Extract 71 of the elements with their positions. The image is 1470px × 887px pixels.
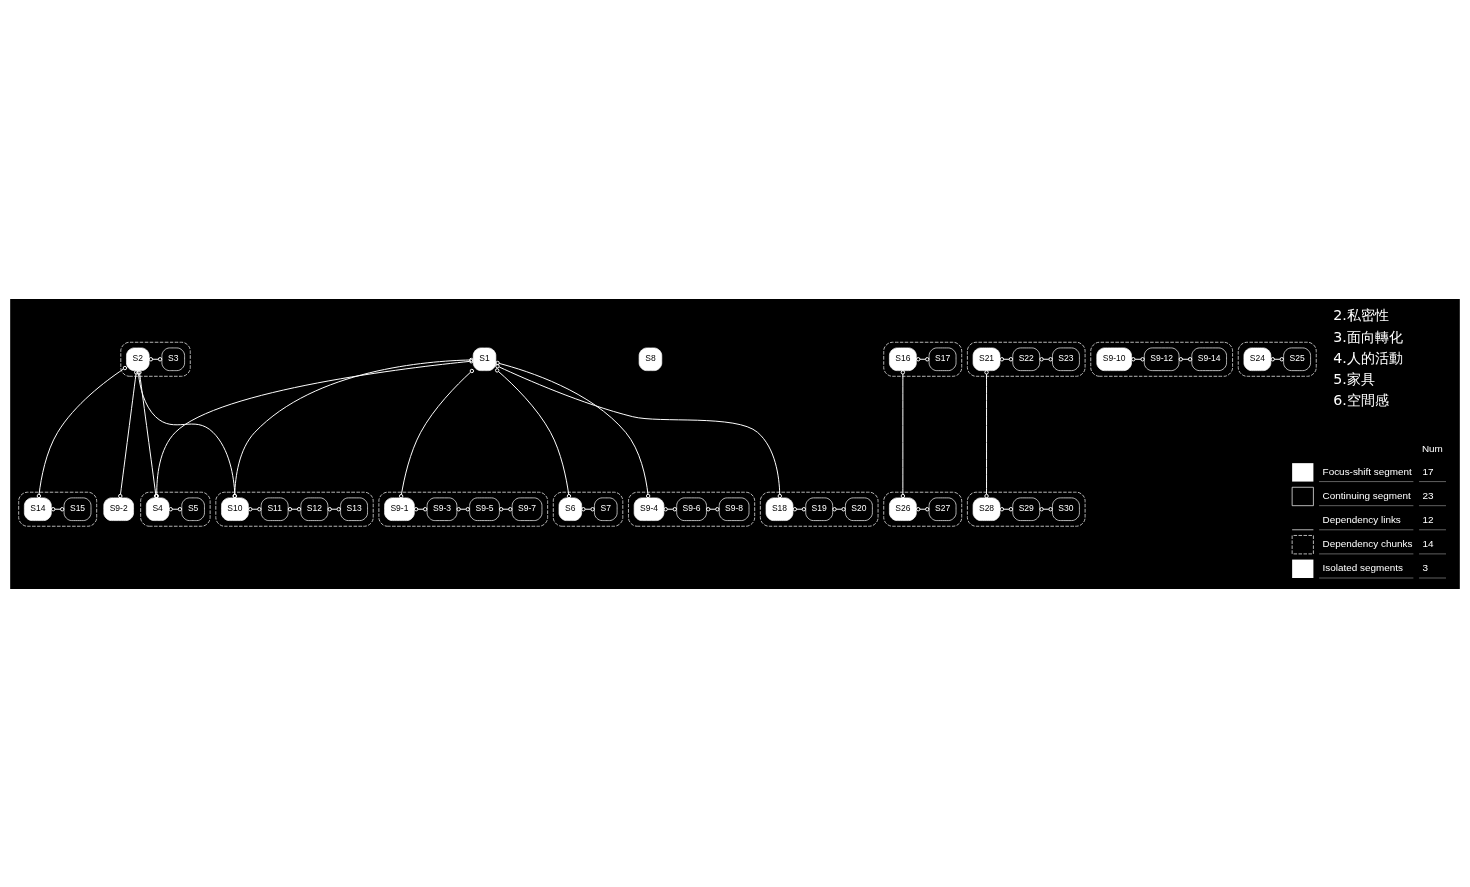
connector bbox=[495, 360, 651, 498]
connector bbox=[792, 506, 807, 511]
connector bbox=[916, 356, 930, 361]
node-box: S28 bbox=[972, 497, 1001, 521]
connector bbox=[168, 506, 183, 511]
legend-label: Dependency chunks bbox=[1322, 537, 1413, 549]
node-box: S9-2 bbox=[103, 497, 134, 521]
node-box: S15 bbox=[63, 497, 92, 521]
node-box: S9-7 bbox=[511, 497, 543, 521]
node-box: S29 bbox=[1012, 497, 1041, 521]
node-box: S19 bbox=[805, 497, 834, 521]
connector bbox=[984, 369, 989, 498]
label: 2.私密性 bbox=[1333, 306, 1389, 323]
node-box: S17 bbox=[928, 347, 957, 371]
node-box: S11 bbox=[260, 497, 289, 521]
node-box: S13 bbox=[340, 497, 368, 521]
node-box: S24 bbox=[1243, 347, 1272, 371]
connector bbox=[495, 363, 782, 498]
node-box: S27 bbox=[928, 497, 957, 521]
node-box: S9-10 bbox=[1096, 347, 1132, 371]
node-box: S9-14 bbox=[1191, 347, 1227, 371]
node-box: S22 bbox=[1012, 347, 1041, 371]
connector bbox=[51, 506, 65, 511]
label: 3.面向轉化 bbox=[1333, 328, 1403, 345]
legend-label: Dependency links bbox=[1322, 513, 1401, 525]
label: 5.家具 bbox=[1333, 370, 1375, 387]
label: 23 bbox=[1422, 489, 1434, 501]
node-box: S10 bbox=[221, 497, 249, 521]
connector bbox=[900, 369, 906, 498]
connector bbox=[118, 369, 139, 498]
node-box: S9-6 bbox=[676, 497, 707, 521]
connector bbox=[413, 506, 428, 511]
node-box: S12 bbox=[300, 497, 329, 521]
node-box: S9-5 bbox=[469, 497, 500, 521]
legend-label: Continuing segment bbox=[1322, 489, 1411, 501]
label: 17 bbox=[1422, 465, 1434, 477]
label: 14 bbox=[1422, 537, 1434, 549]
connector bbox=[495, 367, 572, 498]
connector bbox=[148, 356, 163, 361]
node-box: S9-4 bbox=[633, 497, 665, 521]
connector bbox=[916, 506, 930, 511]
connector bbox=[706, 506, 720, 511]
node-box: S9-3 bbox=[426, 497, 458, 521]
connector bbox=[287, 506, 302, 511]
connector bbox=[999, 356, 1014, 361]
node-box: S14 bbox=[24, 497, 52, 521]
node-box: S16 bbox=[889, 347, 917, 371]
connector bbox=[499, 506, 513, 511]
label: 6.空間感 bbox=[1333, 391, 1389, 408]
connector bbox=[999, 506, 1014, 511]
cluster bbox=[1237, 341, 1317, 377]
node-box: S9-8 bbox=[718, 497, 750, 521]
label: 3 bbox=[1422, 561, 1429, 573]
cluster bbox=[1090, 341, 1233, 377]
connector bbox=[36, 365, 128, 498]
label: 12 bbox=[1422, 513, 1434, 525]
node-box: S20 bbox=[845, 497, 873, 521]
label: Num bbox=[1421, 442, 1443, 454]
node-box: S18 bbox=[765, 497, 794, 521]
connector bbox=[398, 368, 475, 498]
node-box: S9-12 bbox=[1143, 347, 1180, 371]
node-box: S9-1 bbox=[384, 497, 415, 521]
node-box: S21 bbox=[972, 347, 1001, 371]
label: 4.人的活動 bbox=[1333, 349, 1403, 366]
legend-label: Isolated segments bbox=[1322, 561, 1404, 573]
node-box: S25 bbox=[1283, 347, 1311, 371]
node-box: S23 bbox=[1052, 347, 1080, 371]
legend-label: Focus-shift segment bbox=[1322, 465, 1412, 477]
connector bbox=[663, 506, 677, 511]
node-box: S26 bbox=[889, 497, 917, 521]
node-box: S30 bbox=[1052, 497, 1080, 521]
